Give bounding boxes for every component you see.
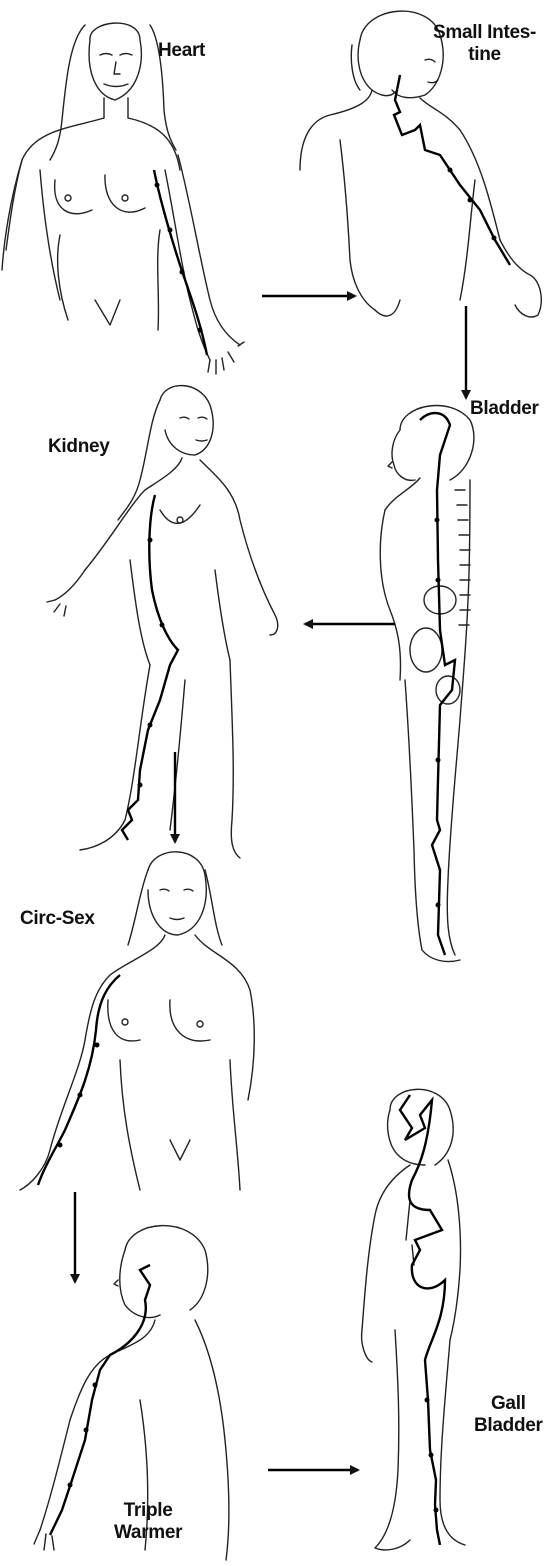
label-gall-bladder-line-2: Bladder (474, 1415, 543, 1437)
label-bladder-line: Bladder (470, 398, 539, 420)
label-small-intestine-line-1: Small Intes- (433, 22, 536, 44)
label-kidney: Kidney (48, 436, 110, 458)
heart-meridian-line (154, 170, 207, 355)
figure-gall-bladder (362, 1089, 465, 1550)
triple-warmer-meridian-line (50, 1265, 150, 1535)
label-kidney-line: Kidney (48, 436, 110, 458)
label-circ-sex-line: Circ-Sex (20, 908, 95, 930)
label-circ-sex: Circ-Sex (20, 908, 95, 930)
label-small-intestine: Small Intes- tine (433, 22, 536, 66)
label-triple-warmer: Triple Warmer (114, 1500, 182, 1544)
label-triple-warmer-line-2: Warmer (114, 1522, 182, 1544)
label-bladder: Bladder (470, 398, 539, 420)
label-small-intestine-line-2: tine (433, 44, 536, 66)
figure-heart (2, 23, 244, 374)
label-gall-bladder: Gall Bladder (474, 1393, 543, 1437)
figure-circ-sex (20, 852, 254, 1190)
label-heart-line: Heart (158, 40, 205, 62)
figure-bladder (380, 406, 474, 962)
label-gall-bladder-line-1: Gall (474, 1393, 543, 1415)
label-triple-warmer-line-1: Triple (114, 1500, 182, 1522)
label-heart: Heart (158, 40, 205, 62)
